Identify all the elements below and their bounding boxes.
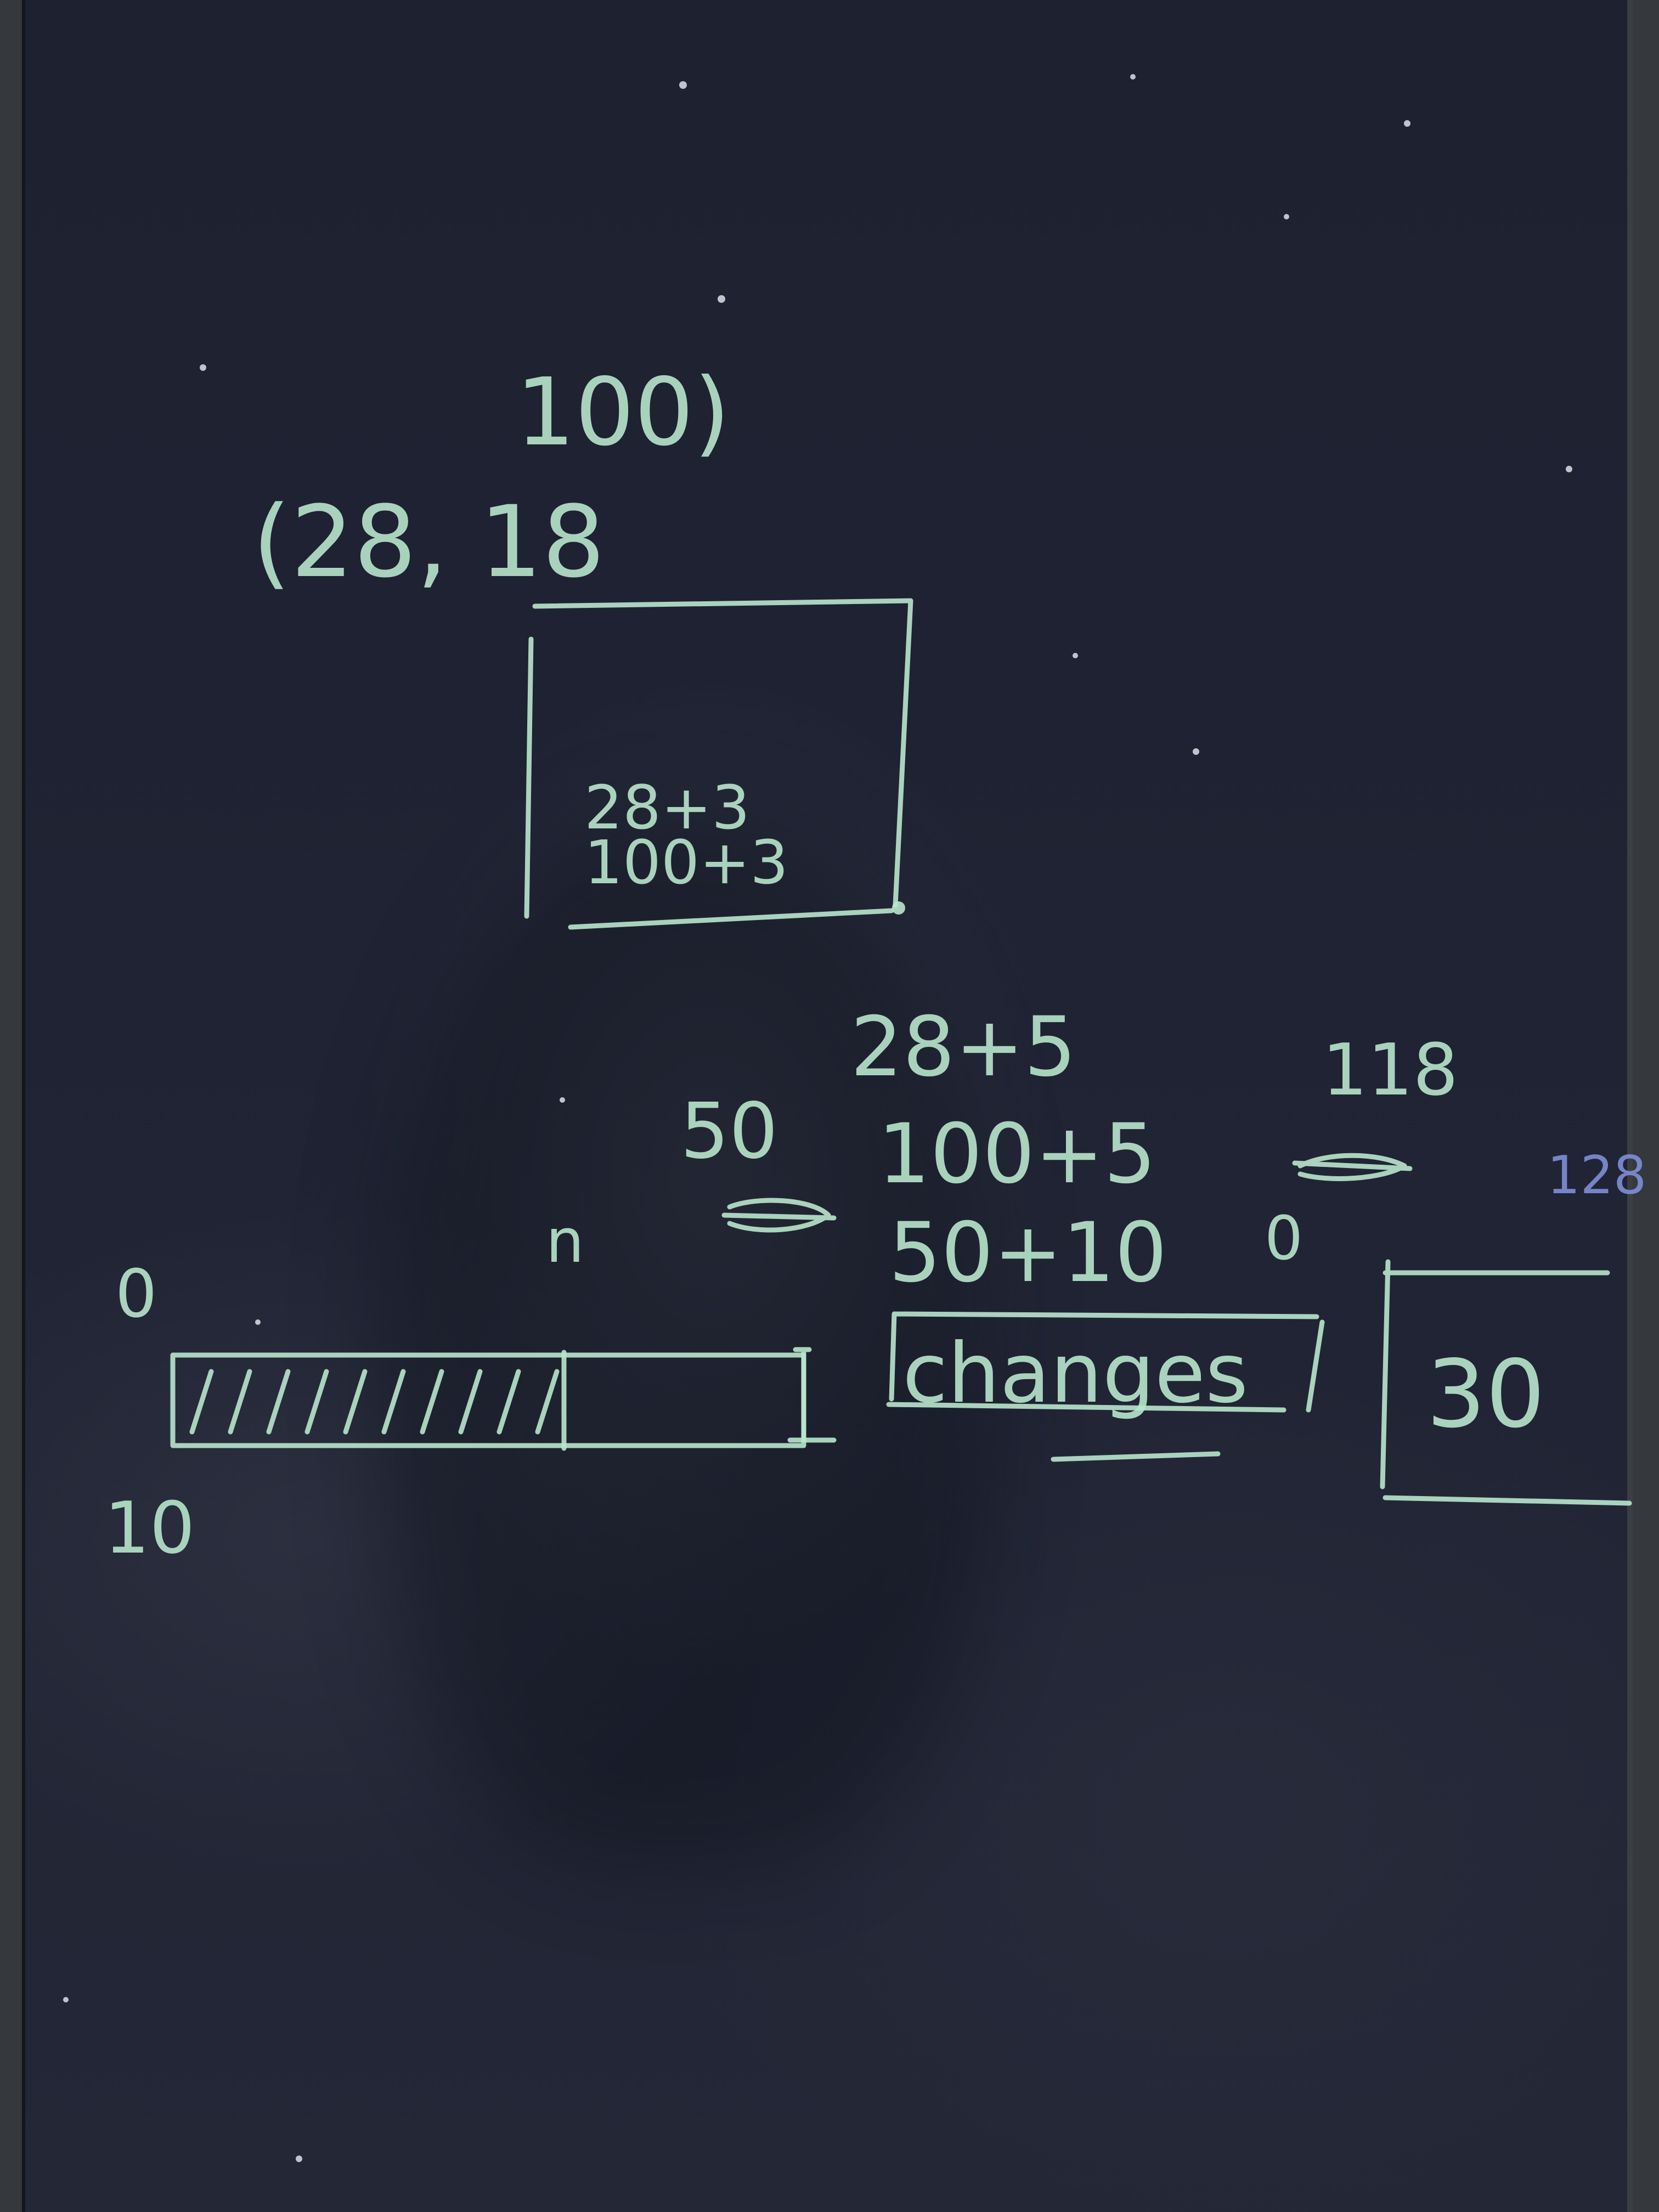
changes-box: changes: [886, 1311, 1325, 1462]
note-inner-box-line1: 28+3: [584, 772, 750, 843]
progress-bar-fill-hatch: [189, 1369, 560, 1435]
dust-specks: [63, 74, 1572, 2162]
note-inner-box-line2: 100+3: [584, 827, 788, 898]
hatch-stroke-0: [189, 1369, 214, 1435]
progress-bar-end-cap: [787, 1347, 837, 1443]
hatch-stroke-4: [343, 1369, 368, 1435]
hatch-stroke-2: [266, 1369, 291, 1435]
hatch-stroke-3: [304, 1369, 329, 1435]
note-top-coord-line1: 100): [516, 358, 730, 467]
note-right-118: 118: [1322, 1028, 1458, 1111]
hatch-stroke-5: [381, 1369, 406, 1435]
note-right-zero: 0: [1265, 1203, 1303, 1273]
note-fifty: 50: [680, 1087, 778, 1176]
hatch-stroke-6: [420, 1369, 444, 1435]
note-left-zero: 0: [115, 1256, 157, 1333]
note-top-coord-line2: (28, 18: [252, 485, 605, 600]
progress-bar-drawing: [170, 1347, 837, 1451]
note-left-ten: 10: [104, 1486, 195, 1570]
note-n-mark: n: [546, 1206, 584, 1276]
note-expr-2: 100+5: [878, 1107, 1156, 1202]
value-box: 30: [1380, 1259, 1632, 1506]
hatch-stroke-9: [535, 1369, 560, 1435]
crossed-out-mark-right: [1292, 1153, 1413, 1181]
changes-label: changes: [902, 1326, 1248, 1421]
photographer-shadow: [384, 823, 988, 1865]
note-blue-128: 128: [1547, 1146, 1646, 1206]
hatch-stroke-7: [458, 1369, 483, 1435]
hatch-stroke-1: [228, 1369, 252, 1435]
note-expr-3: 50+10: [889, 1205, 1167, 1301]
hatch-stroke-8: [496, 1369, 521, 1435]
value-box-number: 30: [1426, 1340, 1545, 1449]
crossed-out-mark-middle: [721, 1198, 837, 1233]
note-expr-1: 28+5: [850, 1000, 1076, 1095]
dark-writing-board: [22, 0, 1633, 2212]
upper-rectangle: [524, 598, 913, 930]
